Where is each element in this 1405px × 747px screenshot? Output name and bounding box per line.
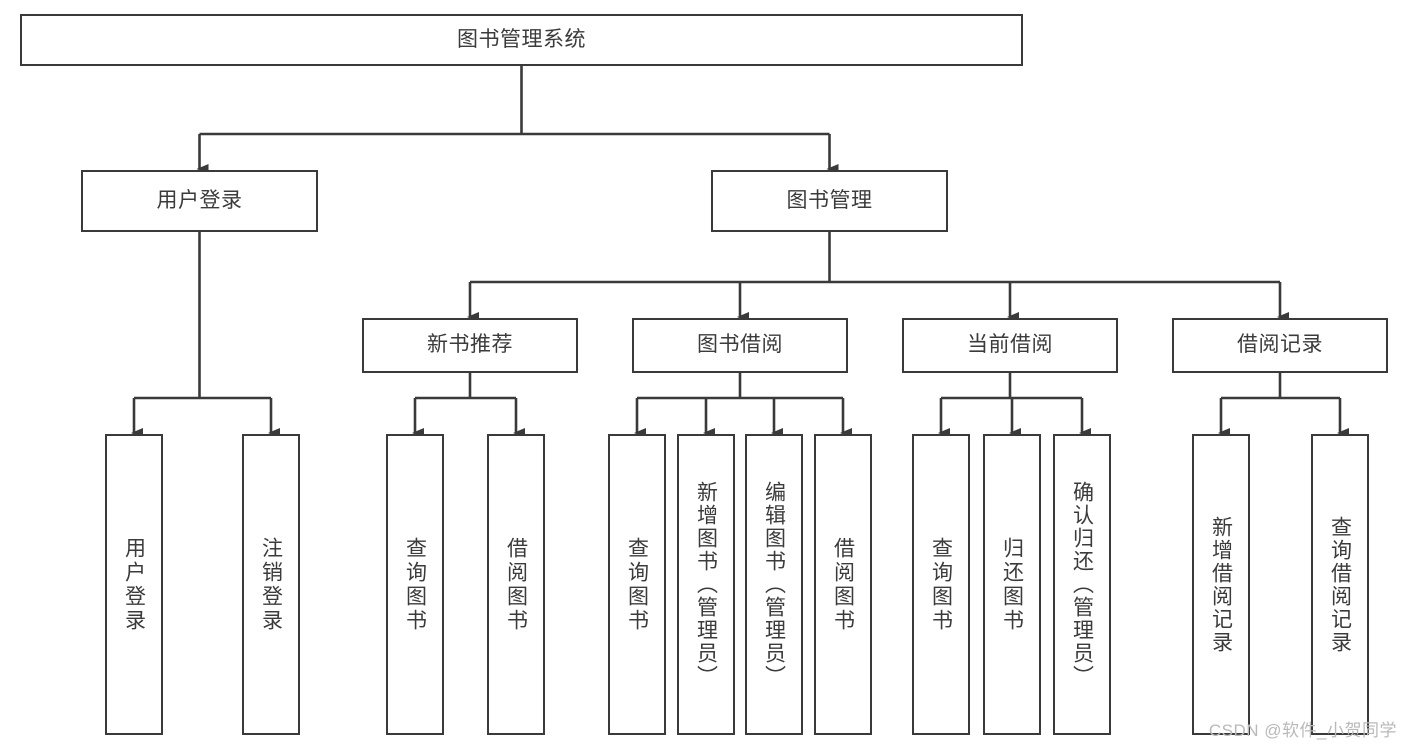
node-current-borrow[interactable]: 当前借阅 — [902, 318, 1118, 373]
node-leaf-return-book[interactable]: 归还图书 — [983, 434, 1041, 735]
node-leaf-add-book-label: 新增图书（管理员） — [694, 481, 718, 688]
node-root[interactable]: 图书管理系统 — [20, 14, 1023, 66]
node-borrow-record-label: 借阅记录 — [1237, 333, 1323, 357]
node-leaf-query-record[interactable]: 查询借阅记录 — [1311, 434, 1369, 735]
node-current-borrow-label: 当前借阅 — [967, 333, 1053, 357]
node-book-borrow[interactable]: 图书借阅 — [632, 318, 848, 373]
node-leaf-query-book-borrow-label: 查询图书 — [625, 536, 649, 633]
node-leaf-user-login-label: 用户登录 — [122, 536, 146, 633]
node-user-login-label: 用户登录 — [156, 188, 243, 212]
node-leaf-user-login[interactable]: 用户登录 — [105, 434, 163, 735]
node-leaf-borrow-book[interactable]: 借阅图书 — [814, 434, 872, 735]
node-leaf-confirm-return[interactable]: 确认归还（管理员） — [1053, 434, 1111, 735]
node-book-management[interactable]: 图书管理 — [711, 170, 948, 232]
node-leaf-edit-book-label: 编辑图书（管理员） — [762, 481, 786, 688]
node-leaf-borrow-book-rec[interactable]: 借阅图书 — [487, 434, 545, 735]
node-leaf-add-record-label: 新增借阅记录 — [1209, 515, 1233, 654]
node-leaf-user-logout-label: 注销登录 — [259, 536, 283, 633]
node-leaf-borrow-book-rec-label: 借阅图书 — [504, 536, 528, 633]
node-leaf-edit-book[interactable]: 编辑图书（管理员） — [745, 434, 803, 735]
node-leaf-query-record-label: 查询借阅记录 — [1328, 515, 1352, 654]
node-leaf-borrow-book-label: 借阅图书 — [831, 536, 855, 633]
node-leaf-add-book[interactable]: 新增图书（管理员） — [677, 434, 735, 735]
node-leaf-return-book-label: 归还图书 — [1000, 536, 1024, 633]
watermark: CSDN @软件_小贺同学 — [1208, 721, 1397, 740]
node-leaf-query-book-cur[interactable]: 查询图书 — [912, 434, 970, 735]
node-leaf-query-book-rec[interactable]: 查询图书 — [386, 434, 444, 735]
node-leaf-query-book-cur-label: 查询图书 — [929, 536, 953, 633]
node-root-label: 图书管理系统 — [457, 27, 586, 51]
node-user-login[interactable]: 用户登录 — [81, 170, 318, 232]
node-leaf-query-book-borrow[interactable]: 查询图书 — [608, 434, 666, 735]
node-new-book-recommend-label: 新书推荐 — [427, 333, 513, 357]
node-leaf-add-record[interactable]: 新增借阅记录 — [1192, 434, 1250, 735]
node-new-book-recommend[interactable]: 新书推荐 — [362, 318, 578, 373]
node-borrow-record[interactable]: 借阅记录 — [1172, 318, 1388, 373]
node-leaf-confirm-return-label: 确认归还（管理员） — [1070, 481, 1094, 688]
node-leaf-user-logout[interactable]: 注销登录 — [242, 434, 300, 735]
node-book-borrow-label: 图书借阅 — [697, 333, 783, 357]
node-book-management-label: 图书管理 — [786, 188, 873, 212]
node-leaf-query-book-rec-label: 查询图书 — [403, 536, 427, 633]
